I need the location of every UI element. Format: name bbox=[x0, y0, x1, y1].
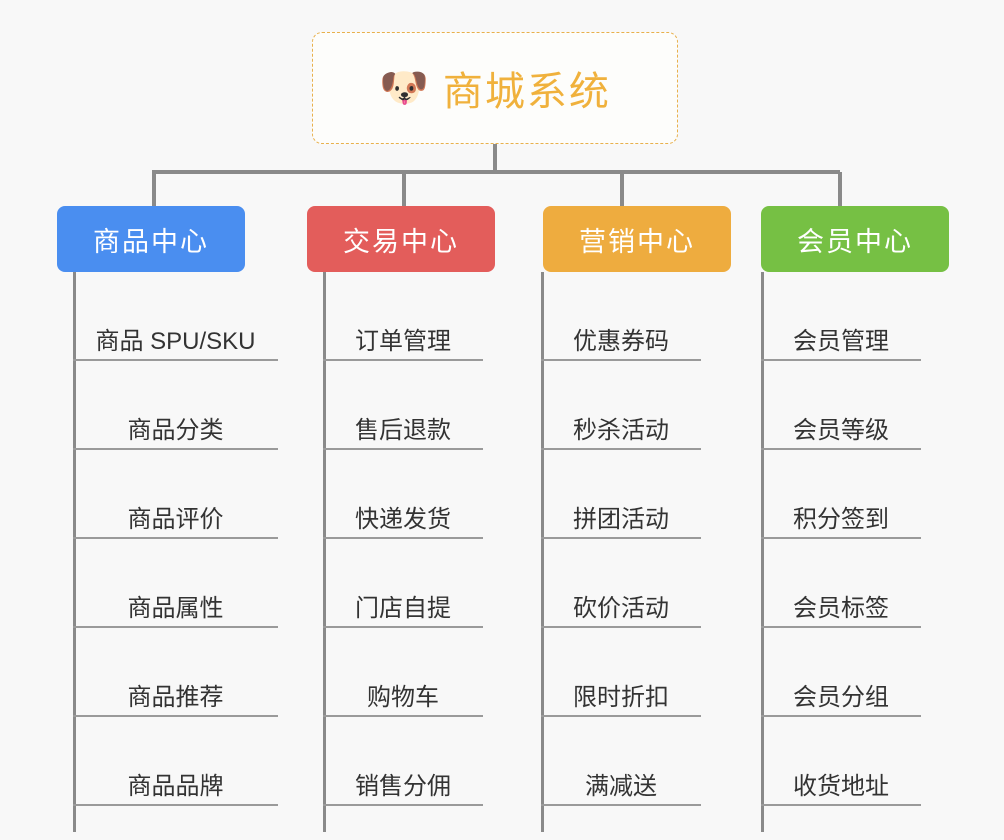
leaf-item[interactable]: 满减送 bbox=[541, 717, 701, 806]
leaf-item[interactable]: 售后退款 bbox=[323, 361, 483, 450]
leaf-label: 限时折扣 bbox=[573, 683, 669, 711]
leaf-label: 拼团活动 bbox=[573, 505, 669, 533]
shiba-dog-face-icon: 🐶 bbox=[379, 66, 429, 110]
leaf-item[interactable]: 限时折扣 bbox=[541, 628, 701, 717]
leaf-label: 会员管理 bbox=[793, 327, 889, 355]
branch-drop-line bbox=[402, 172, 406, 206]
leaf-label: 售后退款 bbox=[355, 416, 451, 444]
leaf-item[interactable]: 订单管理 bbox=[323, 272, 483, 361]
leaf-list-marketing: 优惠券码 秒杀活动 拼团活动 砍价活动 限时折扣 满减送 bbox=[541, 272, 701, 806]
leaf-item[interactable]: 收货地址 bbox=[761, 717, 921, 806]
branch-header-member[interactable]: 会员中心 bbox=[761, 206, 949, 272]
leaf-label: 会员分组 bbox=[793, 683, 889, 711]
leaf-item[interactable]: 会员分组 bbox=[761, 628, 921, 717]
leaf-item[interactable]: 商品属性 bbox=[73, 539, 278, 628]
leaf-label: 商品评价 bbox=[127, 505, 224, 533]
leaf-label: 砍价活动 bbox=[573, 594, 669, 622]
leaf-label: 商品 SPU/SKU bbox=[95, 327, 256, 355]
leaf-item[interactable]: 积分签到 bbox=[761, 450, 921, 539]
leaf-label: 门店自提 bbox=[355, 594, 451, 622]
branch-trunk-line bbox=[323, 272, 326, 832]
leaf-label: 收货地址 bbox=[793, 772, 889, 800]
leaf-label: 会员标签 bbox=[793, 594, 889, 622]
leaf-label: 会员等级 bbox=[793, 416, 889, 444]
branch-trunk-line bbox=[73, 272, 76, 832]
root-title: 商城系统 bbox=[442, 70, 611, 114]
leaf-list-trade: 订单管理 售后退款 快递发货 门店自提 购物车 销售分佣 bbox=[323, 272, 483, 806]
leaf-item[interactable]: 商品推荐 bbox=[73, 628, 278, 717]
leaf-item[interactable]: 会员管理 bbox=[761, 272, 921, 361]
leaf-label: 快递发货 bbox=[355, 505, 451, 533]
leaf-label: 优惠券码 bbox=[573, 327, 669, 355]
leaf-item[interactable]: 秒杀活动 bbox=[541, 361, 701, 450]
leaf-item[interactable]: 会员标签 bbox=[761, 539, 921, 628]
leaf-label: 销售分佣 bbox=[355, 772, 451, 800]
leaf-item[interactable]: 优惠券码 bbox=[541, 272, 701, 361]
leaf-label: 购物车 bbox=[367, 683, 439, 711]
leaf-label: 秒杀活动 bbox=[573, 416, 669, 444]
leaf-list-member: 会员管理 会员等级 积分签到 会员标签 会员分组 收货地址 bbox=[761, 272, 921, 806]
leaf-item[interactable]: 快递发货 bbox=[323, 450, 483, 539]
branch-drop-line bbox=[152, 172, 156, 206]
branch-drop-line bbox=[620, 172, 624, 206]
leaf-label: 积分签到 bbox=[793, 505, 889, 533]
leaf-item[interactable]: 销售分佣 bbox=[323, 717, 483, 806]
branch-trunk-line bbox=[541, 272, 544, 832]
leaf-list-product: 商品 SPU/SKU 商品分类 商品评价 商品属性 商品推荐 商品品牌 bbox=[73, 272, 278, 806]
root-connector-stub bbox=[493, 144, 497, 172]
leaf-item[interactable]: 商品分类 bbox=[73, 361, 278, 450]
leaf-item[interactable]: 拼团活动 bbox=[541, 450, 701, 539]
leaf-item[interactable]: 门店自提 bbox=[323, 539, 483, 628]
branch-header-marketing[interactable]: 营销中心 bbox=[543, 206, 731, 272]
leaf-label: 订单管理 bbox=[355, 327, 451, 355]
leaf-label: 满减送 bbox=[585, 772, 657, 800]
leaf-item[interactable]: 会员等级 bbox=[761, 361, 921, 450]
branch-drop-line bbox=[838, 172, 842, 206]
leaf-label: 商品品牌 bbox=[127, 772, 224, 800]
branch-header-trade[interactable]: 交易中心 bbox=[307, 206, 495, 272]
leaf-item[interactable]: 商品评价 bbox=[73, 450, 278, 539]
root-node[interactable]: 🐶 商城系统 bbox=[312, 32, 678, 144]
leaf-label: 商品分类 bbox=[127, 416, 224, 444]
leaf-item[interactable]: 商品品牌 bbox=[73, 717, 278, 806]
branch-header-product[interactable]: 商品中心 bbox=[57, 206, 245, 272]
branch-trunk-line bbox=[761, 272, 764, 832]
leaf-label: 商品推荐 bbox=[127, 683, 224, 711]
leaf-item[interactable]: 砍价活动 bbox=[541, 539, 701, 628]
branch-bus-bar bbox=[152, 170, 840, 174]
leaf-item[interactable]: 购物车 bbox=[323, 628, 483, 717]
leaf-label: 商品属性 bbox=[127, 594, 224, 622]
leaf-item[interactable]: 商品 SPU/SKU bbox=[73, 272, 278, 361]
